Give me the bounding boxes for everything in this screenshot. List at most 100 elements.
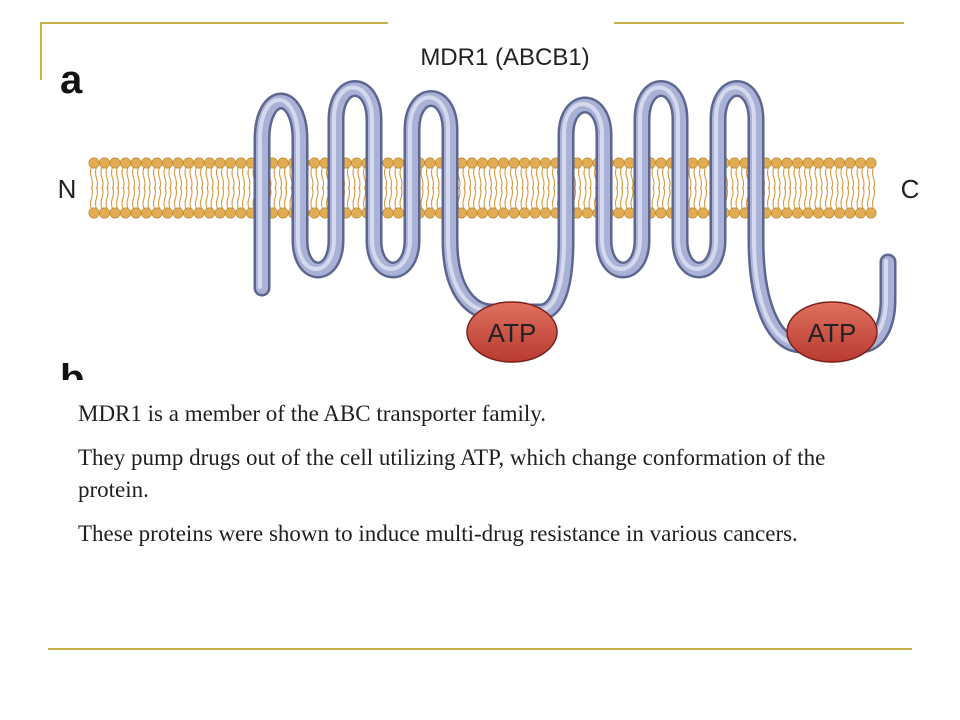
lipid-tail bbox=[220, 186, 225, 210]
lipid-head bbox=[823, 157, 835, 169]
lipid-tail bbox=[152, 166, 157, 190]
lipid-tail bbox=[772, 166, 776, 190]
lipid-head bbox=[697, 207, 709, 219]
lipid-tail bbox=[346, 166, 351, 190]
lipid-tail bbox=[394, 166, 398, 190]
n-terminus-label: N bbox=[58, 174, 77, 204]
lipid-tail bbox=[226, 166, 230, 190]
lipid-tail bbox=[310, 166, 314, 190]
lipid-tail bbox=[320, 166, 325, 190]
lipid-tail bbox=[735, 186, 739, 210]
lipid-tail bbox=[210, 186, 214, 210]
lipid-head bbox=[802, 157, 814, 169]
lipid-head bbox=[183, 157, 195, 169]
lipid-tail bbox=[803, 166, 808, 190]
lipid-head bbox=[308, 207, 320, 219]
lipid-head bbox=[151, 157, 163, 169]
lipid-tail bbox=[383, 186, 388, 210]
lipid-tail bbox=[614, 166, 619, 190]
lipid-tail bbox=[819, 166, 823, 190]
lipid-tail bbox=[472, 186, 477, 210]
lipid-tail bbox=[577, 166, 582, 190]
lipid-tail bbox=[283, 166, 288, 190]
lipid-tail bbox=[777, 166, 781, 190]
lipid-tail bbox=[147, 166, 151, 190]
lipid-head bbox=[277, 207, 289, 219]
lipid-head bbox=[466, 207, 478, 219]
lipid-tail bbox=[766, 166, 771, 190]
lipid-tail bbox=[362, 166, 367, 190]
lipid-head bbox=[655, 157, 667, 169]
lipid-head bbox=[539, 207, 551, 219]
lipid-tail bbox=[121, 166, 125, 190]
lipid-tail bbox=[693, 186, 697, 210]
lipid-tail bbox=[856, 186, 860, 210]
lipid-tail bbox=[856, 166, 860, 190]
lipid-head bbox=[109, 157, 121, 169]
lipid-head bbox=[277, 157, 289, 169]
lipid-tail bbox=[136, 166, 141, 190]
lipid-tail bbox=[94, 166, 99, 190]
lipid-head bbox=[844, 157, 856, 169]
lipid-tail bbox=[772, 186, 776, 210]
lipid-head bbox=[529, 157, 541, 169]
lipid-head bbox=[497, 207, 509, 219]
panel-label-a: a bbox=[60, 58, 83, 102]
lipid-tail bbox=[236, 186, 241, 210]
lipid-head bbox=[623, 207, 635, 219]
lipid-tail bbox=[583, 186, 587, 210]
lipid-tail bbox=[178, 166, 183, 190]
lipid-head bbox=[686, 157, 698, 169]
lipid-head bbox=[392, 207, 404, 219]
left-rule-vertical bbox=[40, 22, 42, 80]
lipid-tail bbox=[845, 186, 850, 210]
lipid-head bbox=[109, 207, 121, 219]
lipid-tail bbox=[231, 166, 235, 190]
lipid-head bbox=[120, 157, 132, 169]
lipid-tail bbox=[525, 186, 529, 210]
lipid-tail bbox=[535, 166, 540, 190]
lipid-tail bbox=[730, 166, 734, 190]
lipid-tail bbox=[115, 186, 120, 210]
lipid-tail bbox=[236, 166, 241, 190]
lipid-head bbox=[529, 207, 541, 219]
lipid-tail bbox=[210, 166, 214, 190]
lipid-tail bbox=[824, 186, 829, 210]
lipid-tail bbox=[667, 166, 671, 190]
lipid-tail bbox=[850, 186, 855, 210]
caption-line-2: They pump drugs out of the cell utilizin… bbox=[78, 445, 826, 502]
lipid-tail bbox=[320, 186, 325, 210]
lipid-tail bbox=[835, 166, 839, 190]
lipid-tail bbox=[493, 186, 498, 210]
lipid-head bbox=[382, 157, 394, 169]
lipid-tail bbox=[105, 186, 109, 210]
lipid-head bbox=[781, 157, 793, 169]
lipid-tail bbox=[467, 166, 472, 190]
lipid-head bbox=[686, 207, 698, 219]
lipid-head bbox=[424, 207, 436, 219]
lipid-tail bbox=[493, 166, 498, 190]
lipid-tail bbox=[131, 166, 136, 190]
lipid-head bbox=[833, 207, 845, 219]
lipid-tail bbox=[525, 166, 529, 190]
lipid-tail bbox=[588, 186, 592, 210]
lipid-tail bbox=[625, 186, 629, 210]
lipid-head bbox=[162, 207, 174, 219]
top-rule-left bbox=[40, 22, 388, 24]
lipid-head bbox=[466, 157, 478, 169]
lipid-tail bbox=[121, 186, 125, 210]
lipid-tail bbox=[467, 186, 472, 210]
lipid-tail bbox=[787, 166, 792, 190]
lipid-tail bbox=[535, 186, 540, 210]
lipid-tail bbox=[504, 166, 508, 190]
lipid-tail bbox=[782, 186, 787, 210]
lipid-tail bbox=[840, 186, 844, 210]
atp-label-right: ATP bbox=[808, 318, 857, 348]
lipid-head bbox=[487, 157, 499, 169]
lipid-tail bbox=[168, 166, 172, 190]
lipid-tail bbox=[247, 186, 251, 210]
lipid-tail bbox=[189, 166, 193, 190]
lipid-tail bbox=[871, 186, 876, 210]
lipid-tail bbox=[157, 166, 162, 190]
lipid-tail bbox=[577, 186, 582, 210]
